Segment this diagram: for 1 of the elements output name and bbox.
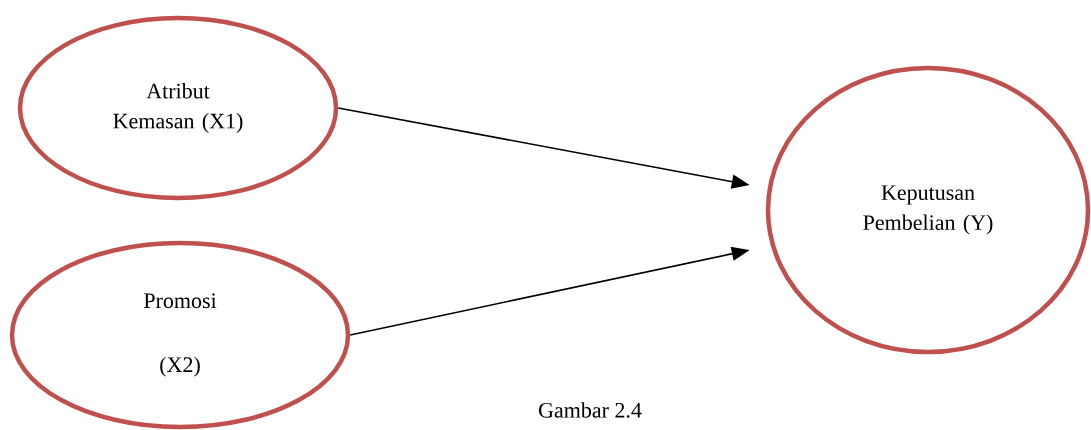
figure-caption: Gambar 2.4 <box>539 402 642 418</box>
